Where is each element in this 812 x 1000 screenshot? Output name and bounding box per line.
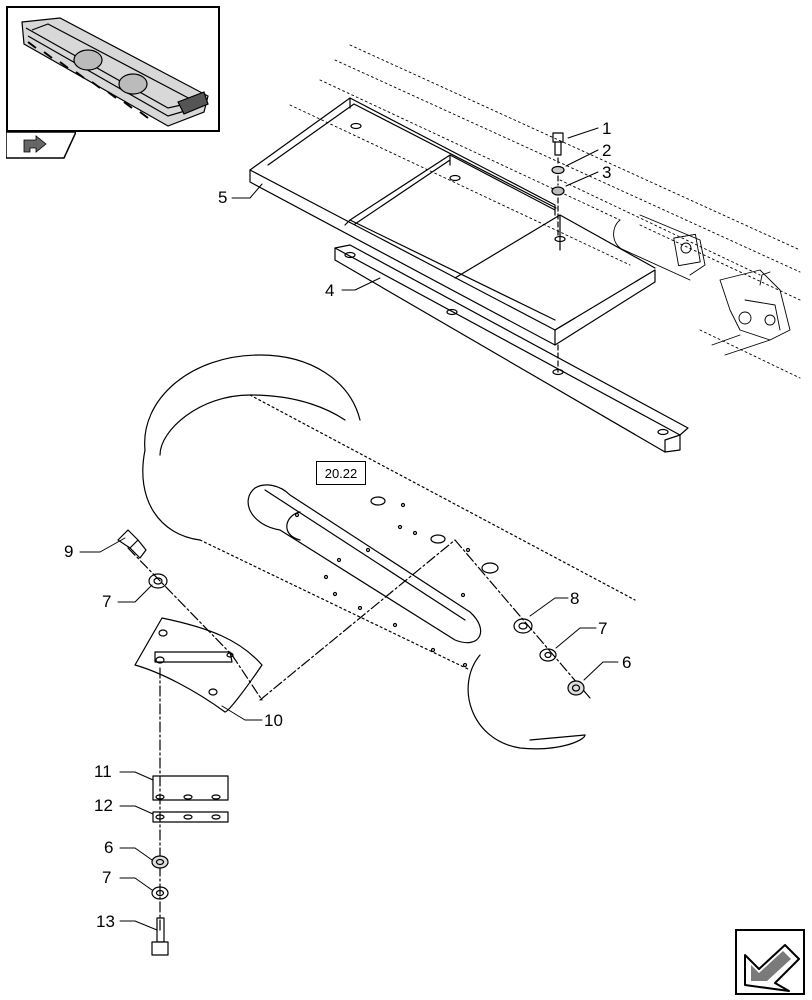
washer-part-7-bottom bbox=[151, 886, 169, 900]
header-frame-phantom bbox=[289, 44, 801, 379]
callout-9: 9 bbox=[64, 542, 73, 561]
auger-drum bbox=[142, 354, 636, 750]
washer-part-8 bbox=[513, 618, 533, 634]
callout-1: 1 bbox=[602, 119, 611, 138]
callout-10: 10 bbox=[264, 711, 283, 730]
flat-bar-part-4 bbox=[334, 244, 689, 453]
header-frame-right bbox=[613, 214, 791, 356]
plate-part-11 bbox=[152, 775, 229, 801]
callout-7-left: 7 bbox=[102, 592, 111, 611]
nut-part-6-right bbox=[567, 680, 585, 696]
nut-part-3 bbox=[551, 186, 565, 196]
back-tab[interactable] bbox=[5, 131, 78, 160]
bracket-part-10 bbox=[134, 617, 263, 713]
nut-part-6-bottom bbox=[151, 855, 169, 869]
assembly-thumbnail bbox=[6, 6, 220, 132]
callout-labels: 1 2 3 4 5 6 6 7 7 7 8 9 10 11 12 13 bbox=[64, 119, 631, 931]
washer-part-2 bbox=[551, 165, 565, 175]
callout-6-right: 6 bbox=[622, 653, 631, 672]
callout-11: 11 bbox=[94, 762, 112, 781]
back-arrow-icon bbox=[5, 131, 78, 159]
callout-8: 8 bbox=[570, 589, 579, 608]
callout-5: 5 bbox=[218, 188, 227, 207]
tray-part-5 bbox=[249, 97, 656, 346]
callout-12: 12 bbox=[94, 796, 113, 815]
callout-2: 2 bbox=[602, 141, 611, 160]
callout-4: 4 bbox=[325, 281, 334, 300]
header-assembly-icon bbox=[21, 17, 209, 127]
next-page-button[interactable] bbox=[735, 929, 805, 995]
bolt-part-1 bbox=[552, 132, 564, 156]
callout-7-bottom: 7 bbox=[102, 868, 111, 887]
bolt-part-9 bbox=[117, 529, 147, 559]
section-reference-box[interactable]: 20.22 bbox=[316, 461, 366, 485]
next-page-arrow-icon bbox=[744, 944, 800, 992]
washer-part-7-right bbox=[539, 648, 557, 662]
centerline-left bbox=[127, 539, 456, 701]
leader-lines bbox=[79, 127, 619, 931]
washer-part-7-left bbox=[148, 573, 168, 589]
callout-13: 13 bbox=[96, 912, 115, 931]
plate-part-12 bbox=[152, 811, 229, 823]
callout-7-right: 7 bbox=[598, 619, 607, 638]
callout-3: 3 bbox=[602, 163, 611, 182]
bolt-part-13 bbox=[151, 917, 169, 956]
callout-6-bottom: 6 bbox=[104, 838, 113, 857]
